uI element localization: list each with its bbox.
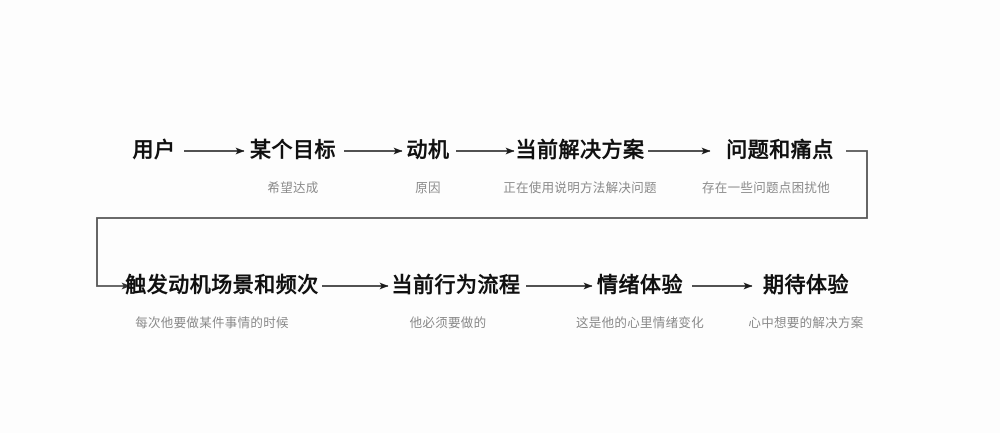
straight-arrow-group [184, 147, 753, 290]
flow-node-row-2-3: 情绪体验 [597, 274, 683, 297]
flow-node-row-1-2: 某个目标 [250, 139, 336, 162]
flow-node-row-2-1: 触发动机场景和频次 [125, 274, 319, 297]
flow-node-row-2-2: 当前行为流程 [391, 274, 521, 297]
flow-node-row-1-1: 用户 [132, 139, 176, 162]
flow-caption-row-2-1: 每次他要做某件事情的时候 [135, 316, 289, 330]
flow-node-row-1-5: 问题和痛点 [726, 139, 834, 162]
flow-caption-row-2-2: 他必须要做的 [409, 316, 487, 330]
flow-caption-row-1-5: 存在一些问题点困扰他 [701, 181, 831, 195]
flow-caption-row-1-2: 希望达成 [267, 181, 319, 195]
flow-node-row-1-4: 当前解决方案 [515, 139, 645, 162]
flow-caption-row-1-3: 原因 [415, 181, 441, 195]
flow-node-row-2-4: 期待体验 [763, 274, 849, 297]
wrap-pain-to-trigger [96, 150, 868, 290]
flow-caption-row-2-4: 心中想要的解决方案 [748, 316, 864, 330]
flow-caption-row-1-4: 正在使用说明方法解决问题 [503, 181, 657, 195]
flow-caption-row-2-3: 这是他的心里情绪变化 [575, 316, 705, 330]
wrap-arrow-group [96, 150, 868, 290]
flow-node-row-1-3: 动机 [406, 139, 450, 162]
